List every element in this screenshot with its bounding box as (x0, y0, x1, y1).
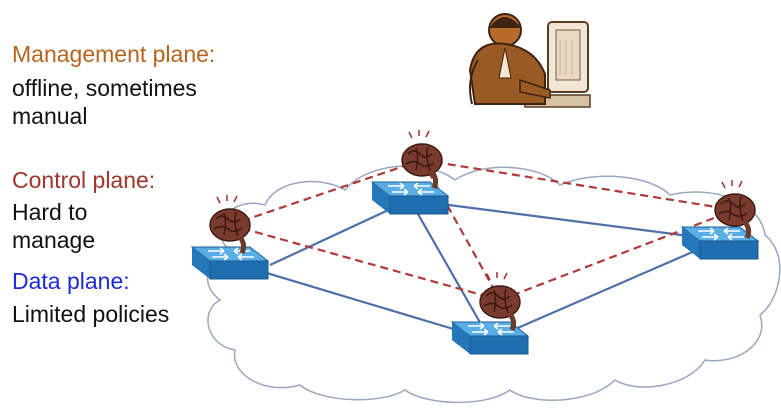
data-plane-heading: Data plane: (12, 268, 130, 294)
operator-at-computer-icon (468, 13, 591, 108)
management-plane-line-1: offline, sometimes (12, 75, 197, 101)
control-plane-line-2: manage (12, 227, 96, 253)
control-plane-description: Hard to manage (12, 198, 95, 254)
data-plane-line-1: Limited policies (12, 301, 170, 327)
management-plane-line-2: manual (12, 103, 88, 129)
cloud-icon (206, 165, 781, 404)
control-plane-heading: Control plane: (12, 167, 156, 193)
management-plane-heading: Management plane: (12, 41, 216, 67)
network-switch-icon (191, 246, 269, 280)
data-plane-links (239, 198, 721, 342)
data-plane-description: Limited policies (12, 300, 169, 328)
control-plane-line-1: Hard to (12, 199, 88, 225)
management-plane-description: offline, sometimes manual (12, 74, 197, 130)
